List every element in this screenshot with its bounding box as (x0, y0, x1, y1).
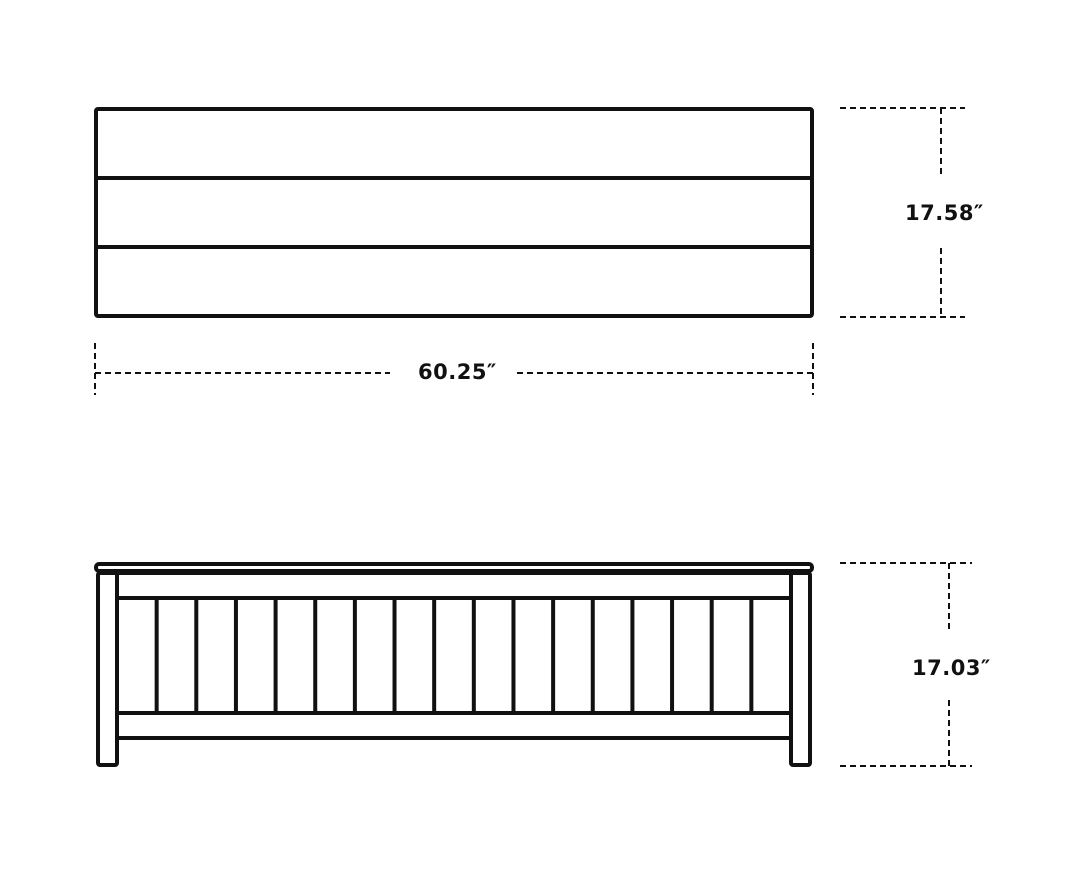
height-dimension-lines (840, 562, 972, 767)
right-leg (789, 571, 812, 767)
depth-dimension-label: 17.58″ (905, 201, 984, 225)
depth-dimension-lines (840, 107, 965, 318)
seat-top (94, 562, 814, 573)
top-view (94, 107, 814, 318)
front-view (94, 562, 814, 767)
height-dimension-label: 17.03″ (912, 656, 991, 680)
left-leg (96, 571, 119, 767)
slat-dividers (154, 598, 754, 713)
width-dimension-lines (94, 343, 814, 395)
top-view-outline (94, 107, 814, 318)
width-dimension-label: 60.25″ (418, 360, 497, 384)
